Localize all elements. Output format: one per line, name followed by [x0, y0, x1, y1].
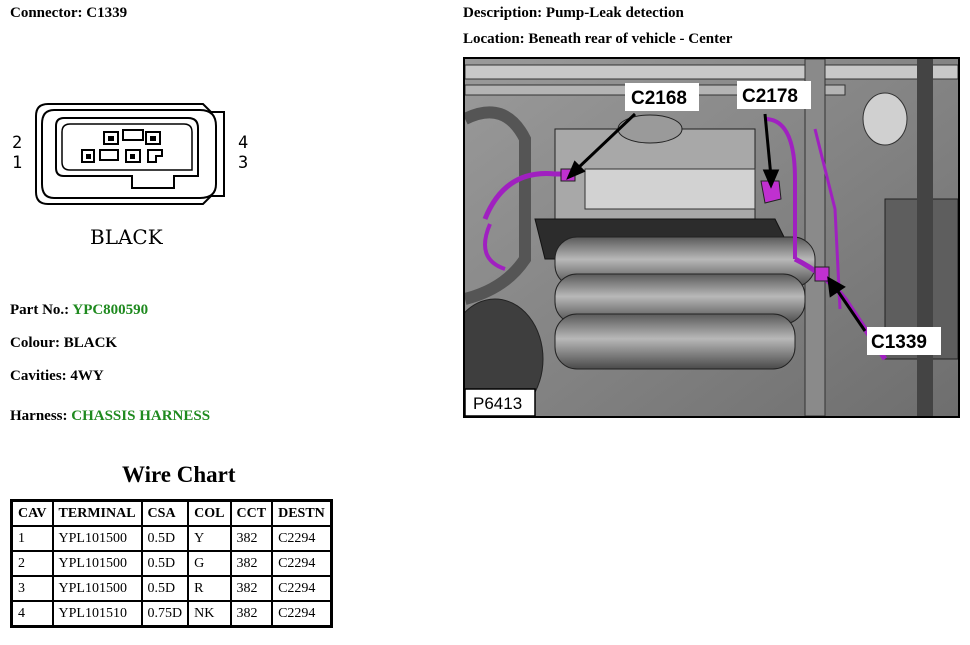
part-no-line: Part No.: YPC800590 [10, 302, 148, 319]
figure-id: P6413 [473, 394, 522, 413]
callout-arrows [566, 112, 867, 332]
location-line: Location: Beneath rear of vehicle - Cent… [463, 31, 732, 48]
canister [554, 313, 796, 370]
wire-chart-title: Wire Chart [122, 462, 236, 487]
header-cav: CAV [10, 499, 54, 527]
pin-label-3: 3 [238, 153, 248, 173]
cavities-value: 4WY [70, 368, 104, 384]
harness-wire [764, 117, 797, 259]
harness-wire [813, 128, 842, 310]
harness-label: Harness: [10, 408, 68, 424]
header-destn: DESTN [271, 499, 333, 527]
cell-destn: C2294 [271, 575, 333, 602]
table-row: 2 YPL101500 0.5D G 382 C2294 [10, 550, 333, 577]
cell-cav: 4 [10, 600, 54, 628]
connector-label: Connector: [10, 5, 83, 21]
description-label: Description: [463, 5, 543, 21]
cell-cav: 3 [10, 575, 54, 602]
cell-csa: 0.75D [140, 600, 190, 628]
module-cover [584, 168, 756, 210]
cell-cct: 382 [229, 600, 274, 628]
cavities-line: Cavities: 4WY [10, 368, 104, 385]
cell-destn: C2294 [271, 550, 333, 577]
pipe [465, 106, 531, 305]
table-row: 3 YPL101500 0.5D R 382 C2294 [10, 575, 333, 602]
colour-label: Colour: [10, 335, 60, 351]
cell-cct: 382 [229, 575, 274, 602]
reservoir [862, 92, 908, 146]
callout-c2168: C2168 [631, 88, 687, 109]
callout-c1339: C1339 [871, 332, 927, 353]
connector-face-diagram: 2 1 4 3 BLACK [12, 103, 248, 249]
colour-line: Colour: BLACK [10, 335, 117, 352]
table-row: 1 YPL101500 0.5D Y 382 C2294 [10, 525, 333, 552]
description-value: Pump-Leak detection [545, 5, 684, 21]
description-line: Description: Pump-Leak detection [463, 5, 684, 22]
cell-cct: 382 [229, 525, 274, 552]
callout-bg [625, 83, 699, 111]
cell-destn: C2294 [271, 525, 333, 552]
cell-destn: C2294 [271, 600, 333, 628]
wire-chart-table: CAV TERMINAL CSA COL CCT DESTN 1 YPL1015… [10, 499, 333, 628]
connector-line: Connector: C1339 [10, 5, 127, 22]
part-no-link[interactable]: YPC800590 [72, 302, 149, 318]
frame-rail [804, 59, 826, 416]
location-value: Beneath rear of vehicle - Center [528, 31, 733, 47]
location-illustration: C2168 C2178 C1339 P6413 [463, 57, 960, 418]
cell-csa: 0.5D [140, 525, 190, 552]
callout-bg [867, 327, 941, 355]
colour-value: BLACK [63, 335, 118, 351]
pin-label-2: 2 [12, 133, 22, 153]
header-csa: CSA [140, 499, 190, 527]
cell-terminal: YPL101500 [51, 575, 143, 602]
harness-wire [483, 223, 506, 271]
cell-terminal: YPL101500 [51, 525, 143, 552]
connector-id: C1339 [86, 5, 128, 21]
cavities-label: Cavities: [10, 368, 67, 384]
header-cct: CCT [229, 499, 274, 527]
header-col: COL [187, 499, 232, 527]
cell-col: NK [187, 600, 232, 628]
cell-terminal: YPL101500 [51, 550, 143, 577]
vehicle-underside-drawing: C2168 C2178 C1339 P6413 [465, 59, 958, 416]
exhaust-muffler [465, 298, 544, 416]
location-label: Location: [463, 31, 525, 47]
callout-bg [737, 81, 811, 109]
cell-terminal: YPL101510 [51, 600, 143, 628]
callout-c2178: C2178 [742, 86, 798, 107]
harness-line: Harness: CHASSIS HARNESS [10, 408, 210, 425]
harness-wire [482, 171, 565, 220]
cell-col: R [187, 575, 232, 602]
harness-link[interactable]: CHASSIS HARNESS [71, 408, 211, 424]
figure-id-box [465, 388, 536, 416]
pin-label-4: 4 [238, 133, 248, 153]
cell-cav: 1 [10, 525, 54, 552]
cell-col: G [187, 550, 232, 577]
cross-tube [465, 64, 958, 80]
table-row: 4 YPL101510 0.75D NK 382 C2294 [10, 600, 333, 628]
pin-label-1: 1 [12, 153, 22, 173]
connector-colour-caption: BLACK [90, 225, 164, 249]
part-no-label: Part No.: [10, 302, 70, 318]
header-terminal: TERMINAL [51, 499, 143, 527]
cell-cct: 382 [229, 550, 274, 577]
cell-csa: 0.5D [140, 575, 190, 602]
connector-c1339-shape [814, 266, 830, 282]
wire-chart-header-row: CAV TERMINAL CSA COL CCT DESTN [10, 499, 333, 527]
cell-col: Y [187, 525, 232, 552]
cell-csa: 0.5D [140, 550, 190, 577]
cell-cav: 2 [10, 550, 54, 577]
